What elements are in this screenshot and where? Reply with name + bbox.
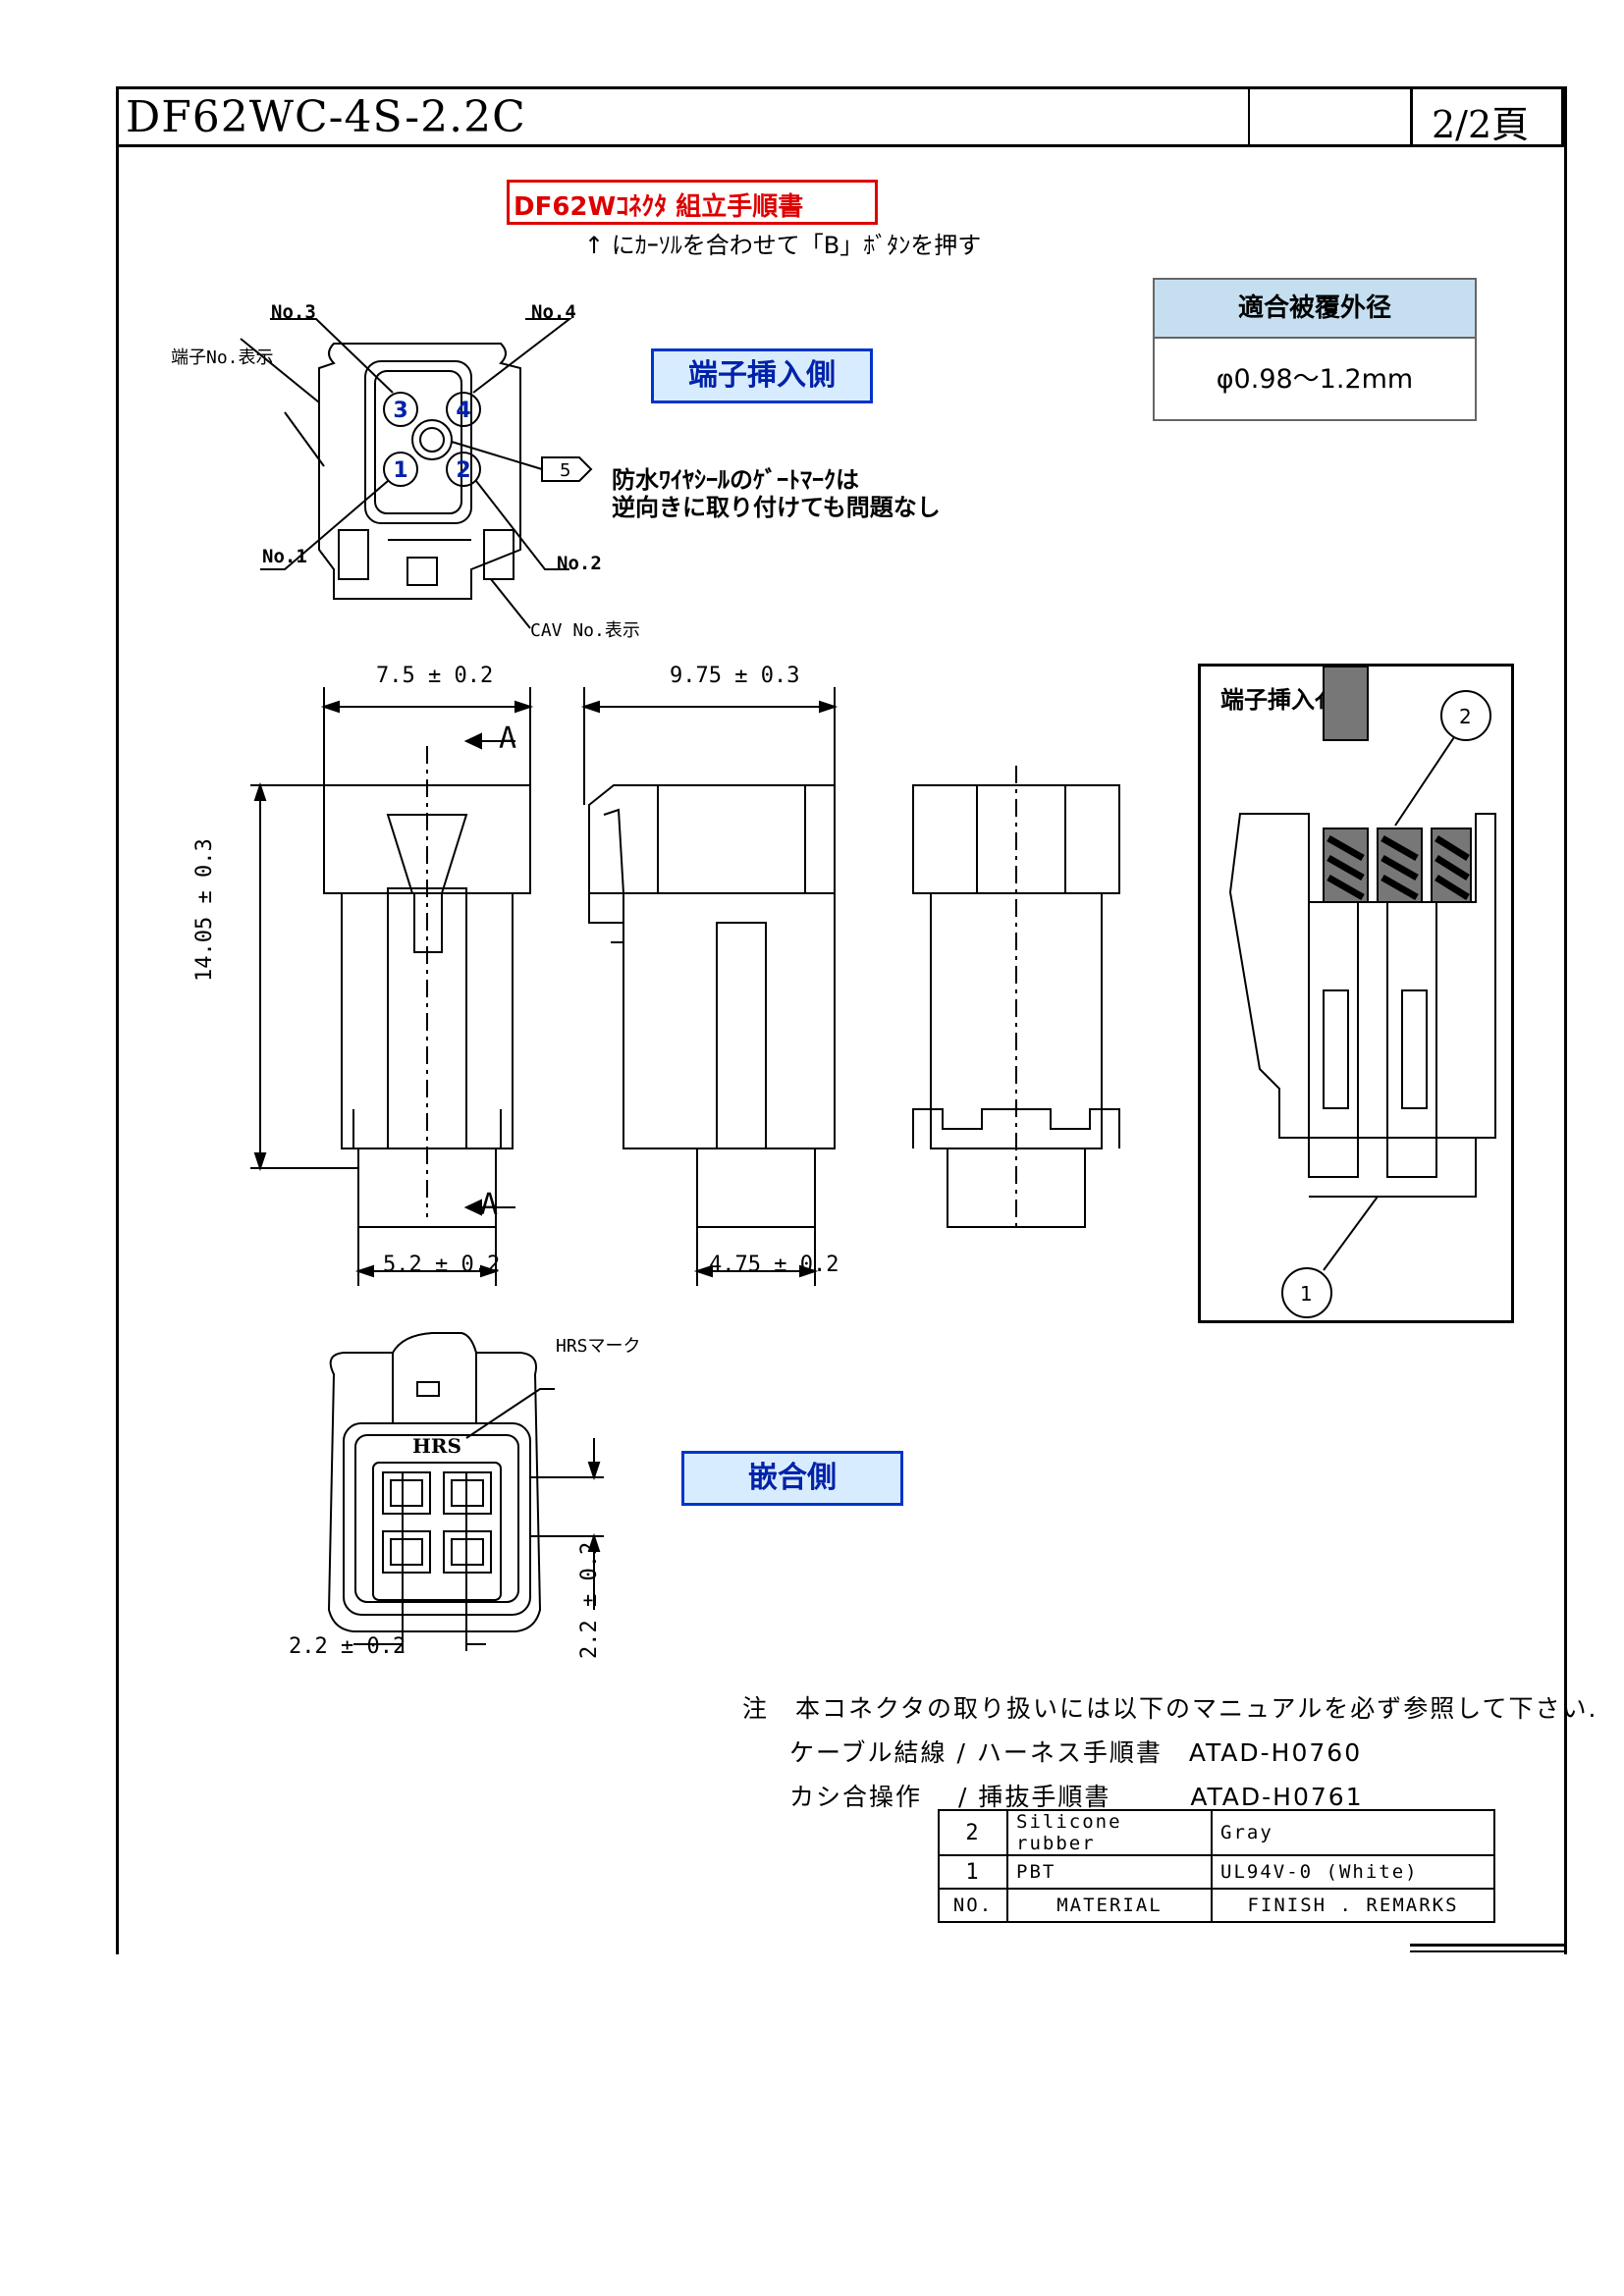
part-number: DF62WC-4S-2.2C <box>126 92 526 142</box>
dim-pitch-v: 2.2 ± 0.2 <box>577 1541 602 1659</box>
notes: 注 本コネクタの取り扱いには以下のマニュアルを必ず参照して下さい. ケーブル結線… <box>742 1686 1597 1819</box>
terminal-no-mark-label: 端子No.表示 <box>171 347 274 368</box>
terminal-face-view: 3 4 1 2 5 <box>240 318 593 629</box>
procedure-hint: ↑ にｶｰｿﾙを合わせて「B」ﾎﾞﾀﾝを押す <box>584 232 982 259</box>
label-no2: No.2 <box>557 553 602 574</box>
procedure-title: DF62Wｺﾈｸﾀ 組立手順書 <box>514 192 804 222</box>
dim-width-front: 7.5 ± 0.2 <box>376 664 494 688</box>
gate-note-line2: 逆向きに取り付けても問題なし <box>612 494 941 521</box>
footer-rule <box>1410 1944 1564 1947</box>
three-view-drawing <box>250 687 1120 1286</box>
procedure-title-box[interactable]: DF62Wｺﾈｸﾀ 組立手順書 <box>507 180 878 225</box>
insertion-image-box: 端子挿入ｲﾒｰｼﾞ 2 1 <box>1198 664 1514 1323</box>
applicable-diameter-table: 適合被覆外径 φ0.98～1.2mm <box>1153 278 1477 421</box>
bom-header-material: MATERIAL <box>1006 1888 1213 1923</box>
page-number: 2/2頁 <box>1432 103 1530 146</box>
bom-header-no: NO. <box>938 1888 1008 1923</box>
note-line-1: 注 本コネクタの取り扱いには以下のマニュアルを必ず参照して下さい. <box>742 1694 1598 1723</box>
section-a-top: A <box>499 721 517 756</box>
bom-finish: Gray <box>1211 1809 1495 1856</box>
dim-bottom-front: 5.2 ± 0.2 <box>383 1253 501 1277</box>
title-divider <box>1410 86 1413 147</box>
dim-width-side: 9.75 ± 0.3 <box>670 664 800 688</box>
bom-material: PBT <box>1006 1854 1213 1890</box>
terminal-3: 3 <box>393 399 407 423</box>
mating-face-view: HRS <box>327 1332 604 1651</box>
balloon-2: 2 <box>1459 705 1472 728</box>
bom-no: 1 <box>938 1854 1008 1890</box>
terminal-side-label: 端子挿入側 <box>651 348 873 403</box>
bom-finish: UL94V-0 (White) <box>1211 1854 1495 1890</box>
terminal-2: 2 <box>456 458 470 483</box>
dim-bottom-side: 4.75 ± 0.2 <box>709 1253 839 1277</box>
spec-value: φ0.98～1.2mm <box>1216 364 1414 395</box>
note-line-2: ケーブル結線 / ハーネス手順書 ATAD-H0760 <box>789 1738 1363 1767</box>
label-no1: No.1 <box>262 546 307 567</box>
hrs-mark-label: HRSマーク <box>556 1336 641 1357</box>
bom-table: 2 Silicone rubber Gray 1 PBT UL94V-0 (Wh… <box>938 1809 1495 1923</box>
gate-note-line1: 防水ﾜｲﾔｼｰﾙのｹﾞｰﾄﾏｰｸは <box>612 466 859 494</box>
terminal-4: 4 <box>456 399 470 423</box>
mating-side-label: 嵌合側 <box>681 1451 903 1506</box>
balloon-1: 1 <box>1300 1282 1313 1306</box>
section-a-bottom: A <box>480 1188 499 1222</box>
bom-header: NO. MATERIAL FINISH . REMARKS <box>938 1888 1495 1923</box>
footer-rule <box>1410 1950 1564 1952</box>
terminal-1: 1 <box>393 458 407 483</box>
label-no3: No.3 <box>271 301 316 323</box>
insertion-cross-section: 2 1 <box>1228 667 1496 1318</box>
hrs-logo: HRS <box>412 1434 461 1458</box>
bom-row: 1 PBT UL94V-0 (White) <box>938 1854 1495 1890</box>
bom-row: 2 Silicone rubber Gray <box>938 1809 1495 1856</box>
title-bar <box>116 86 1564 147</box>
bom-header-finish: FINISH . REMARKS <box>1211 1888 1495 1923</box>
spec-header: 適合被覆外径 <box>1155 280 1475 339</box>
bom-no: 2 <box>938 1809 1008 1856</box>
dim-pitch-h: 2.2 ± 0.2 <box>289 1634 406 1659</box>
label-no4: No.4 <box>531 301 576 323</box>
callout-5: 5 <box>560 460 570 481</box>
cav-no-mark-label: CAV No.表示 <box>530 620 640 641</box>
bom-material: Silicone rubber <box>1006 1809 1213 1856</box>
dim-height: 14.05 ± 0.3 <box>192 838 217 982</box>
title-divider <box>1248 86 1250 147</box>
note-line-3: カシ合操作 / 挿抜手順書 ATAD-H0761 <box>789 1783 1364 1811</box>
